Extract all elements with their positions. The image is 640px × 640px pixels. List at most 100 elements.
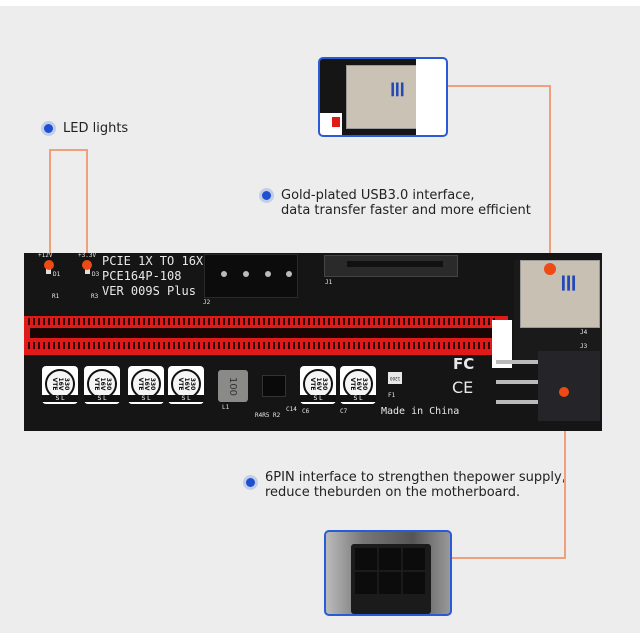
- label-c6: C6: [302, 408, 310, 415]
- bullet-icon: [44, 124, 53, 133]
- pin: [286, 271, 292, 277]
- capacitor: 330 16V VTE S L: [128, 366, 164, 404]
- callout-usb-line2: data transfer faster and more efficient: [281, 203, 531, 218]
- usb-port-inset: ≡: [318, 57, 448, 137]
- inset-detail: [332, 117, 340, 127]
- cap-marks: S L: [168, 395, 204, 402]
- pin-cell: [379, 572, 401, 594]
- bullet-icon: [262, 191, 271, 200]
- pin: [221, 271, 227, 277]
- cap-label: 330 16V VTE: [177, 377, 196, 391]
- cap-marks: S L: [42, 395, 78, 402]
- callout-usb: Gold-plated USB3.0 interface,data transf…: [262, 188, 531, 218]
- cap-marks: S L: [300, 395, 336, 402]
- board-title: PCIE 1X TO 16X PCE164P-108 VER 009S Plus: [102, 254, 203, 299]
- 6pin-power-connector: [538, 351, 600, 421]
- ce-logo-icon: CE: [452, 378, 474, 397]
- marker-dot: [44, 260, 54, 270]
- cap-marks: S L: [340, 395, 376, 402]
- power-pin: [496, 360, 540, 364]
- marker-dot: [82, 260, 92, 270]
- usb-connector: ≡: [346, 65, 424, 129]
- callout-led-lights: LED lights: [44, 121, 128, 136]
- label-r3: R3: [91, 293, 99, 300]
- pin: [243, 271, 249, 277]
- label-j1: J1: [325, 279, 333, 286]
- usb-logo-icon: ≡: [384, 80, 410, 97]
- board-title-line2: PCE164P-108: [102, 269, 182, 283]
- callout-line: [86, 149, 88, 267]
- capacitor: 330 16V VTE S L: [84, 366, 120, 404]
- cap-label: 330 16V VTE: [137, 377, 156, 391]
- slot-pins: [28, 318, 498, 325]
- usb-logo-icon: ≡: [555, 272, 584, 294]
- inset-detail: [416, 59, 446, 135]
- cap-label: 330 16V VTE: [93, 377, 112, 391]
- pin-cell: [403, 548, 425, 570]
- slot-latch: [492, 320, 512, 368]
- label-l1: L1: [222, 404, 230, 411]
- cap-top: 330 16V VTE: [171, 369, 201, 399]
- callout-usb-text: Gold-plated USB3.0 interface,data transf…: [281, 188, 531, 218]
- board-title-line3: VER 009S Plus: [102, 284, 196, 298]
- label-12v: +12V: [38, 252, 53, 259]
- marker-dot: [544, 263, 556, 275]
- callout-6pin-line2: reduce theburden on the motherboard.: [265, 485, 521, 500]
- label-r1: R1: [52, 293, 60, 300]
- callout-line: [49, 149, 88, 151]
- made-in-label: Made in China: [381, 406, 460, 417]
- slot-opening: [30, 328, 498, 338]
- 6pin-inset: [324, 530, 452, 616]
- label-f1: F1: [388, 392, 396, 399]
- label-d3: D3: [92, 271, 100, 278]
- ic-chip: [262, 375, 286, 397]
- cap-top: 330 16V VTE: [343, 369, 373, 399]
- fuse: 1200: [388, 372, 402, 384]
- label-c14: C14: [286, 406, 297, 413]
- capacitor: 330 16V VTE S L: [168, 366, 204, 404]
- pin-cell: [403, 572, 425, 594]
- label-j4: J4: [580, 329, 588, 336]
- slot-pins: [28, 342, 498, 349]
- inductor: 100: [218, 370, 248, 402]
- molex-connector: [204, 254, 298, 298]
- capacitor: 330 16V VTE S L: [42, 366, 78, 404]
- usb3-port: ≡: [520, 260, 600, 328]
- label-d1: D1: [53, 271, 61, 278]
- pin: [265, 271, 271, 277]
- label-j2: J2: [203, 299, 211, 306]
- 6pin-housing: [351, 544, 431, 614]
- callout-line: [549, 85, 551, 270]
- label-c7: C7: [340, 408, 348, 415]
- pin-cell: [355, 548, 377, 570]
- fcc-logo-icon: FC: [453, 355, 475, 373]
- fuse-label: 1200: [389, 375, 401, 381]
- marker-dot: [559, 387, 569, 397]
- sata-connector: [324, 255, 458, 277]
- label-j3: J3: [580, 343, 588, 350]
- callout-line: [450, 557, 566, 559]
- capacitor: 330 16V VTE S L: [340, 366, 376, 404]
- callout-led-text: LED lights: [63, 121, 129, 136]
- callout-line: [49, 149, 51, 267]
- sata-slot: [347, 261, 443, 267]
- callout-6pin-line1: 6PIN interface to strengthen thepower su…: [265, 470, 566, 485]
- callout-6pin-text: 6PIN interface to strengthen thepower su…: [265, 470, 566, 500]
- cap-label: 330 16V VTE: [309, 377, 328, 391]
- label-33v: +3.3V: [78, 252, 97, 259]
- cap-label: 330 16V VTE: [349, 377, 368, 391]
- callout-line: [447, 85, 551, 87]
- power-pin: [496, 380, 540, 384]
- callout-usb-line1: Gold-plated USB3.0 interface,: [281, 188, 475, 203]
- cap-label: 330 16V VTE: [51, 377, 70, 391]
- bullet-icon: [246, 478, 255, 487]
- callout-6pin: 6PIN interface to strengthen thepower su…: [246, 470, 566, 500]
- pin-cell: [355, 572, 377, 594]
- pin-cell: [379, 548, 401, 570]
- callout-line: [564, 393, 566, 558]
- label-r4r5r2: R4R5 R2: [255, 412, 281, 419]
- cap-marks: S L: [128, 395, 164, 402]
- inductor-label: 100: [227, 376, 239, 396]
- power-pin: [496, 400, 540, 404]
- cap-marks: S L: [84, 395, 120, 402]
